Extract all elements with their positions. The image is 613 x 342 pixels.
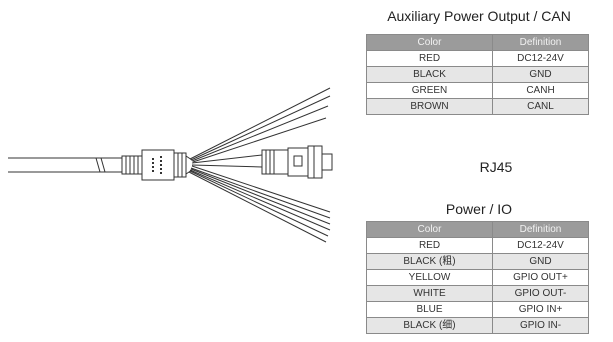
rj45-cable	[191, 154, 263, 168]
wire-color: GREEN	[366, 82, 493, 99]
wire-definition: CANH	[492, 82, 589, 99]
wire-color: WHITE	[366, 285, 493, 302]
wire-color: BROWN	[366, 98, 493, 115]
aux-power-title: Auxiliary Power Output / CAN	[387, 8, 571, 24]
power-io-wire-fan	[188, 165, 331, 243]
rj45-connector	[261, 145, 333, 179]
table-header: Color Definition	[366, 221, 589, 238]
definition-header: Definition	[492, 221, 589, 238]
wire-color: YELLOW	[366, 269, 493, 286]
wire-definition: GPIO OUT-	[492, 285, 589, 302]
table-row: RED DC12-24V	[366, 237, 589, 254]
wire-definition: CANL	[492, 98, 589, 115]
wire-definition: DC12-24V	[492, 237, 589, 254]
wire-color: RED	[366, 50, 493, 67]
rj45-label: RJ45	[479, 159, 513, 175]
wire-definition: GPIO OUT+	[492, 269, 589, 286]
definition-header: Definition	[492, 34, 589, 51]
wire-color: RED	[366, 237, 493, 254]
wire-color: BLACK (细)	[366, 317, 493, 334]
table-row: YELLOW GPIO OUT+	[366, 269, 589, 286]
color-header: Color	[366, 221, 493, 238]
table-row: BROWN CANL	[366, 98, 589, 115]
table-row: GREEN CANH	[366, 82, 589, 99]
table-row: BLACK (细) GPIO IN-	[366, 317, 589, 334]
wire-color: BLACK (粗)	[366, 253, 493, 270]
aux-wire-fan	[189, 87, 331, 163]
power-io-title: Power / IO	[445, 201, 513, 217]
wire-color: BLUE	[366, 301, 493, 318]
table-row: BLACK GND	[366, 66, 589, 83]
table-row: WHITE GPIO OUT-	[366, 285, 589, 302]
color-header: Color	[366, 34, 493, 51]
wire-definition: DC12-24V	[492, 50, 589, 67]
table-row: RED DC12-24V	[366, 50, 589, 67]
power-io-table: Color Definition RED DC12-24V BLACK (粗) …	[366, 221, 589, 334]
splitter-dots	[152, 156, 162, 174]
wire-color: BLACK	[366, 66, 493, 83]
wire-definition: GND	[492, 66, 589, 83]
cable-splitter-boot	[121, 149, 193, 181]
main-cable	[8, 157, 122, 173]
wire-definition: GPIO IN+	[492, 301, 589, 318]
aux-power-table: Color Definition RED DC12-24V BLACK GND …	[366, 34, 589, 115]
wire-definition: GND	[492, 253, 589, 270]
table-row: BLACK (粗) GND	[366, 253, 589, 270]
wire-definition: GPIO IN-	[492, 317, 589, 334]
table-header: Color Definition	[366, 34, 589, 51]
table-row: BLUE GPIO IN+	[366, 301, 589, 318]
